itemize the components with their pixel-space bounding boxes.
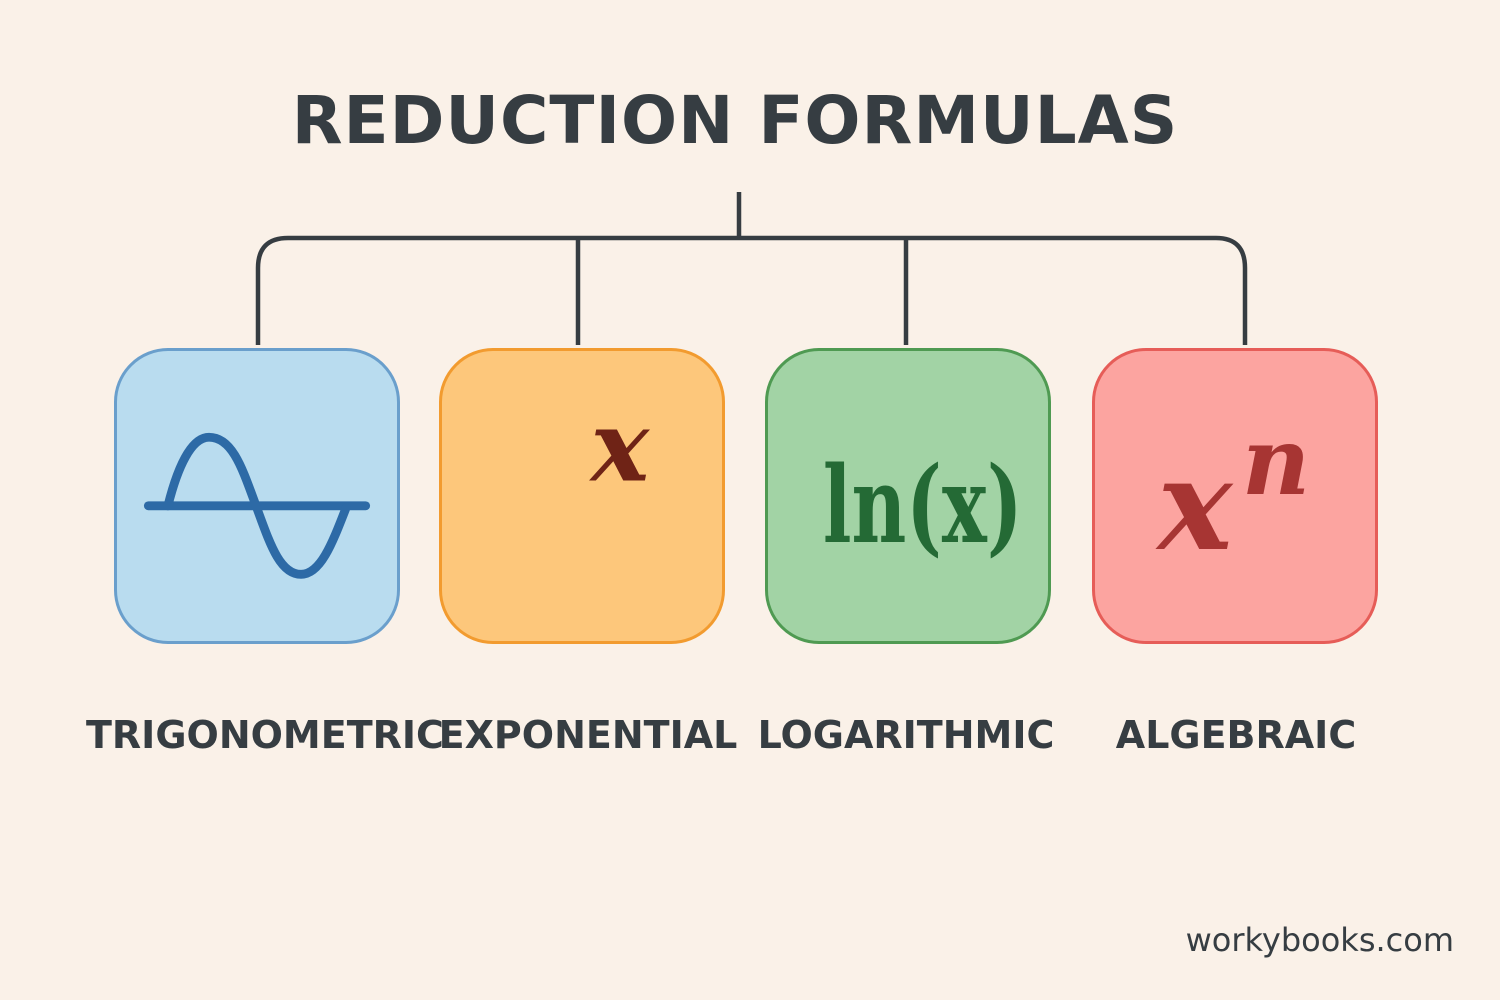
- exponential-icon: x: [589, 389, 651, 504]
- label-logarithmic: LOGARITHMIC: [757, 713, 1055, 757]
- trigonometric-card: [114, 348, 400, 644]
- power-icon: x n: [1155, 407, 1311, 579]
- label-algebraic: ALGEBRAIC: [1115, 713, 1357, 757]
- label-exponential: EXPONENTIAL: [438, 713, 738, 757]
- power-superscript: n: [1242, 407, 1310, 517]
- exponential-card: x: [439, 348, 725, 644]
- exponential-superscript: x: [589, 389, 651, 504]
- website-watermark: workybooks.com: [1185, 921, 1454, 959]
- logarithmic-card: ln(x): [765, 348, 1051, 644]
- diagram-title: REDUCTION FORMULAS: [291, 82, 1179, 159]
- power-base: x: [1155, 431, 1234, 579]
- sine-wave-icon: [143, 432, 371, 579]
- logarithm-symbol: ln(x): [823, 443, 1023, 567]
- algebraic-card: x n: [1092, 348, 1378, 644]
- label-trigonometric: TRIGONOMETRIC: [86, 713, 444, 757]
- connector-branch: [255, 235, 1248, 345]
- natural-log-icon: ln(x): [823, 443, 1023, 567]
